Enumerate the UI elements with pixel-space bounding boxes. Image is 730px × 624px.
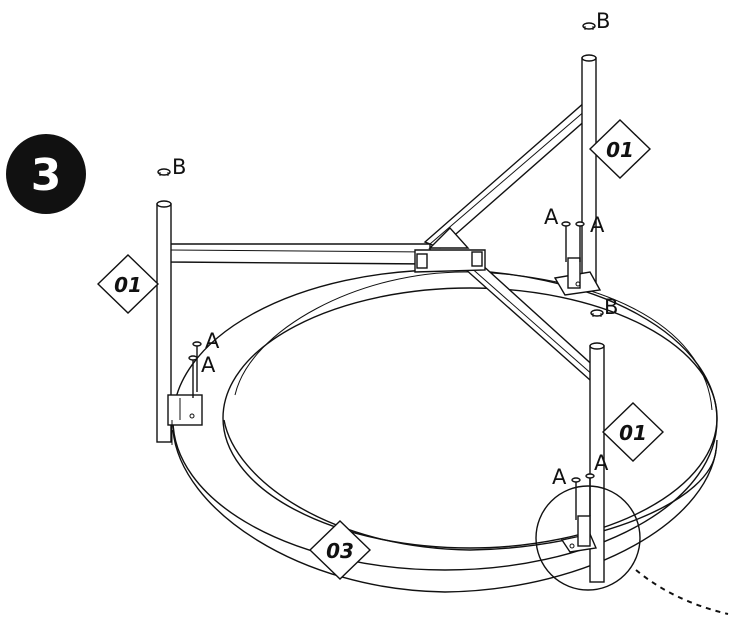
cap-label-left: B [172,155,186,179]
part-label-front-right: 01 [619,421,647,445]
part-tag-rear-right: 01 [588,119,652,179]
post-front-right [560,342,605,583]
part-label-rear-right: 01 [606,138,634,162]
screw-label-left-2: A [201,353,216,377]
screw-label-rear-right-1: A [544,205,559,229]
cap-label-rear-right: B [596,9,610,33]
screws-rear-right: A A [544,205,605,262]
center-hub-bracket [414,226,486,273]
part-tag-ring: 03 [308,520,372,580]
screws-left: A A [188,329,220,398]
step-badge: 3 [6,134,86,214]
cap-front-right: B [590,295,618,319]
crossbar-left [169,243,431,265]
post-rear-right [553,54,602,296]
screw-label-rear-right-2: A [590,213,605,237]
part-label-ring: 03 [326,539,354,563]
step-number: 3 [31,150,62,201]
part-tag-left: 01 [96,254,160,314]
screw-label-front-right-2: A [594,451,609,475]
cap-rear-right: B [582,9,610,33]
screws-front-right: A A [552,451,609,520]
cap-left: B [157,155,186,179]
part-tag-front-right: 01 [601,402,665,462]
part-label-left: 01 [114,273,142,297]
screw-label-left-1: A [205,329,220,353]
cap-label-front-right: B [604,295,618,319]
detail-callout [535,485,729,615]
post-left [156,200,203,445]
screw-label-front-right-1: A [552,465,567,489]
